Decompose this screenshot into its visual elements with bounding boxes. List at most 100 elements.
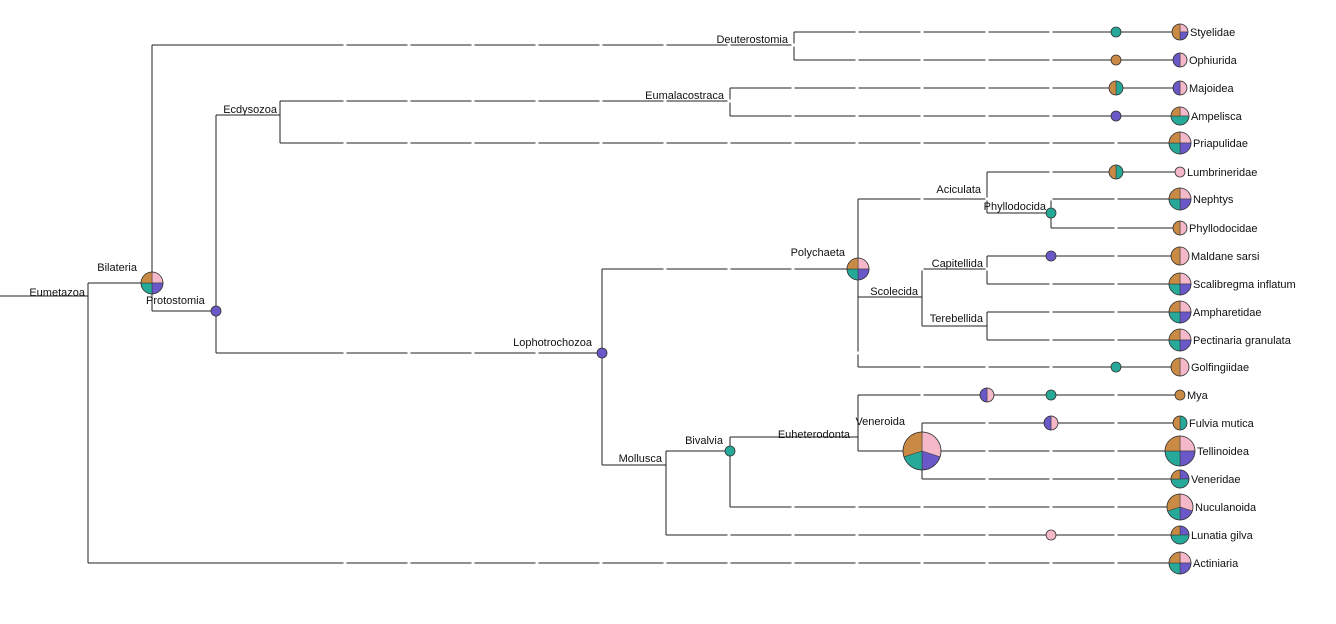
pie-outline: [1170, 469, 1190, 489]
orange-slice: [1171, 23, 1181, 41]
tip-label-fulvia: Fulvia mutica: [1189, 418, 1255, 430]
clade-label-eumalacostraca: Eumalacostraca: [645, 90, 725, 102]
pie-outline: [1108, 80, 1124, 96]
clade-label-bilateria: Bilateria: [97, 262, 138, 274]
tip-label-scalibregma: Scalibregma inflatum: [1193, 279, 1296, 291]
pink-slice: [1179, 80, 1188, 96]
pink-slice: [1050, 415, 1059, 431]
teal-slice: [1170, 115, 1190, 126]
lunatia-edge-pie: [1045, 529, 1057, 541]
pie-markers: [140, 23, 1196, 575]
tellinoidea-tip-pie: [1164, 435, 1196, 467]
tip-label-lumbrineridae: Lumbrineridae: [1187, 167, 1257, 179]
teal-slice: [1170, 534, 1190, 545]
pie-outline: [1172, 415, 1188, 431]
pie-outline: [1170, 525, 1190, 545]
pie-outline: [979, 387, 995, 403]
nuculanoida-tip-pie: [1166, 493, 1194, 521]
lumbrineridae-tip-pie: [1174, 166, 1186, 178]
tip-label-ophiurida: Ophiurida: [1189, 55, 1238, 67]
clade-label-deuterostomia: Deuterostomia: [716, 34, 788, 46]
clade-label-scolecida: Scolecida: [870, 286, 919, 298]
pie-outline: [1043, 415, 1059, 431]
clade-label-terebellida: Terebellida: [930, 313, 984, 325]
purple-slice: [1172, 80, 1181, 96]
clade-label-aciculata: Aciculata: [936, 184, 982, 196]
pie-outline: [1110, 110, 1122, 122]
orange-slice: [1108, 164, 1117, 180]
mya-edge-2-pie: [1045, 389, 1057, 401]
clade-label-veneroida: Veneroida: [855, 416, 905, 428]
pie-outline: [1174, 389, 1186, 401]
teal-slice: [1046, 208, 1056, 218]
teal-slice: [1111, 362, 1121, 372]
pie-outline: [846, 257, 870, 281]
polychaeta-node-pie: [846, 257, 870, 281]
tip-label-golfingiidae: Golfingiidae: [1191, 362, 1249, 374]
tip-label-styelidae: Styelidae: [1190, 27, 1235, 39]
pie-outline: [1168, 272, 1192, 296]
orange-slice: [1175, 390, 1185, 400]
ampharetidae-tip-pie: [1168, 300, 1192, 324]
clade-label-protostomia: Protostomia: [146, 295, 206, 307]
pie-outline: [1170, 106, 1190, 126]
pie-outline: [210, 305, 222, 317]
tip-label-tellinoidea: Tellinoidea: [1197, 446, 1250, 458]
purple-slice: [1172, 52, 1181, 68]
clade-label-phyllodocida: Phyllodocida: [984, 201, 1047, 213]
pie-outline: [1168, 551, 1192, 575]
phyllodocida-node-pie: [1045, 207, 1057, 219]
lophotrochozoa-node-pie: [596, 347, 608, 359]
tip-label-lunatia: Lunatia gilva: [1191, 530, 1254, 542]
tree-labels: EumetazoaBilateriaProtostomiaEcdysozoaDe…: [29, 27, 1295, 570]
clade-label-capitellida: Capitellida: [932, 258, 984, 270]
lumbrineridae-edge-pie: [1108, 164, 1124, 180]
tip-label-ampharetidae: Ampharetidae: [1193, 307, 1262, 319]
clade-label-ecdysozoa: Ecdysozoa: [223, 104, 278, 116]
mya-tip-pie: [1174, 389, 1186, 401]
pie-outline: [1170, 246, 1190, 266]
clade-label-lophotrochozoa: Lophotrochozoa: [513, 337, 593, 349]
teal-slice: [725, 446, 735, 456]
maldane-tip-pie: [1170, 246, 1190, 266]
pie-outline: [1172, 220, 1188, 236]
pie-outline: [1108, 164, 1124, 180]
pie-outline: [1110, 26, 1122, 38]
tip-label-mya: Mya: [1187, 390, 1209, 402]
teal-slice: [1115, 164, 1124, 180]
purple-slice: [1111, 111, 1121, 121]
maldane-edge-pie: [1045, 250, 1057, 262]
nephtys-tip-pie: [1168, 187, 1192, 211]
veneroida-node-pie: [902, 431, 942, 471]
bivalvia-node-pie: [724, 445, 736, 457]
majoidea-edge-pie: [1108, 80, 1124, 96]
fulvia-edge-pie: [1043, 415, 1059, 431]
orange-slice: [1111, 55, 1121, 65]
purple-slice: [1043, 415, 1052, 431]
veneridae-tip-pie: [1170, 469, 1190, 489]
pie-outline: [1168, 131, 1192, 155]
pie-outline: [1110, 361, 1122, 373]
ophiurida-edge-pie: [1110, 54, 1122, 66]
orange-slice: [1172, 220, 1181, 236]
ampelisca-tip-pie: [1170, 106, 1190, 126]
pie-outline: [140, 271, 164, 295]
fulvia-tip-pie: [1172, 415, 1188, 431]
pie-outline: [1045, 529, 1057, 541]
pie-outline: [1045, 250, 1057, 262]
pink-slice: [1179, 357, 1190, 377]
pink-slice: [1179, 220, 1188, 236]
pink-slice: [1046, 530, 1056, 540]
priapulidae-tip-pie: [1168, 131, 1192, 155]
pie-outline: [1168, 187, 1192, 211]
teal-slice: [1115, 80, 1124, 96]
bilateria-node-pie: [140, 271, 164, 295]
lunatia-tip-pie: [1170, 525, 1190, 545]
pie-outline: [1174, 166, 1186, 178]
mya-edge-1-pie: [979, 387, 995, 403]
ophiurida-tip-pie: [1172, 52, 1188, 68]
ampelisca-edge-pie: [1110, 110, 1122, 122]
orange-slice: [1170, 246, 1181, 266]
pie-outline: [1168, 300, 1192, 324]
pie-outline: [1172, 80, 1188, 96]
